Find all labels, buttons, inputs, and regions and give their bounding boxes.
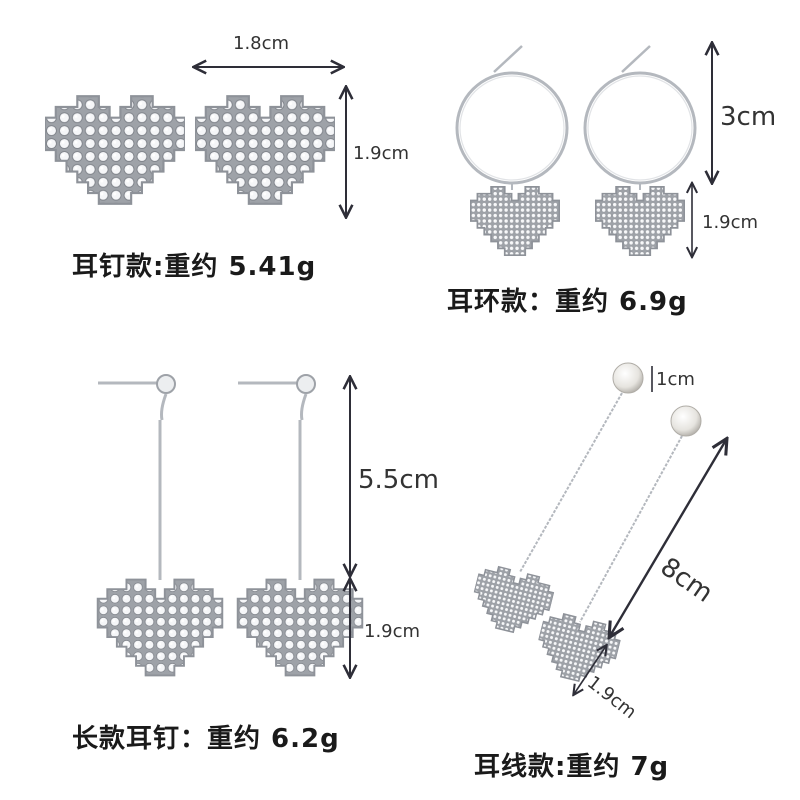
threader-caption: 耳线款:重约 7g — [474, 752, 670, 782]
chain-length-arrow — [610, 440, 726, 636]
hoop-heart-label: 1.9cm — [702, 212, 759, 233]
long-drop-label: 5.5cm — [358, 465, 439, 495]
hoop-height-label: 3cm — [720, 102, 777, 132]
threader-earrings — [519, 362, 702, 623]
stud-width-label: 1.8cm — [233, 33, 290, 54]
stud-height-label: 1.9cm — [353, 143, 410, 164]
threader-heart-arrow — [574, 646, 606, 694]
hoop-caption: 耳环款：重约 6.9g — [447, 287, 688, 317]
pearl-size-label: 1cm — [656, 369, 695, 390]
long-stud-earrings — [98, 374, 316, 580]
long-heart-label: 1.9cm — [364, 621, 421, 642]
stud-earrings — [45, 95, 335, 205]
hoop-earrings — [455, 45, 697, 190]
long-stud-caption: 长款耳钉：重约 6.2g — [72, 724, 340, 754]
stud-caption: 耳钉款:重约 5.41g — [72, 252, 317, 282]
